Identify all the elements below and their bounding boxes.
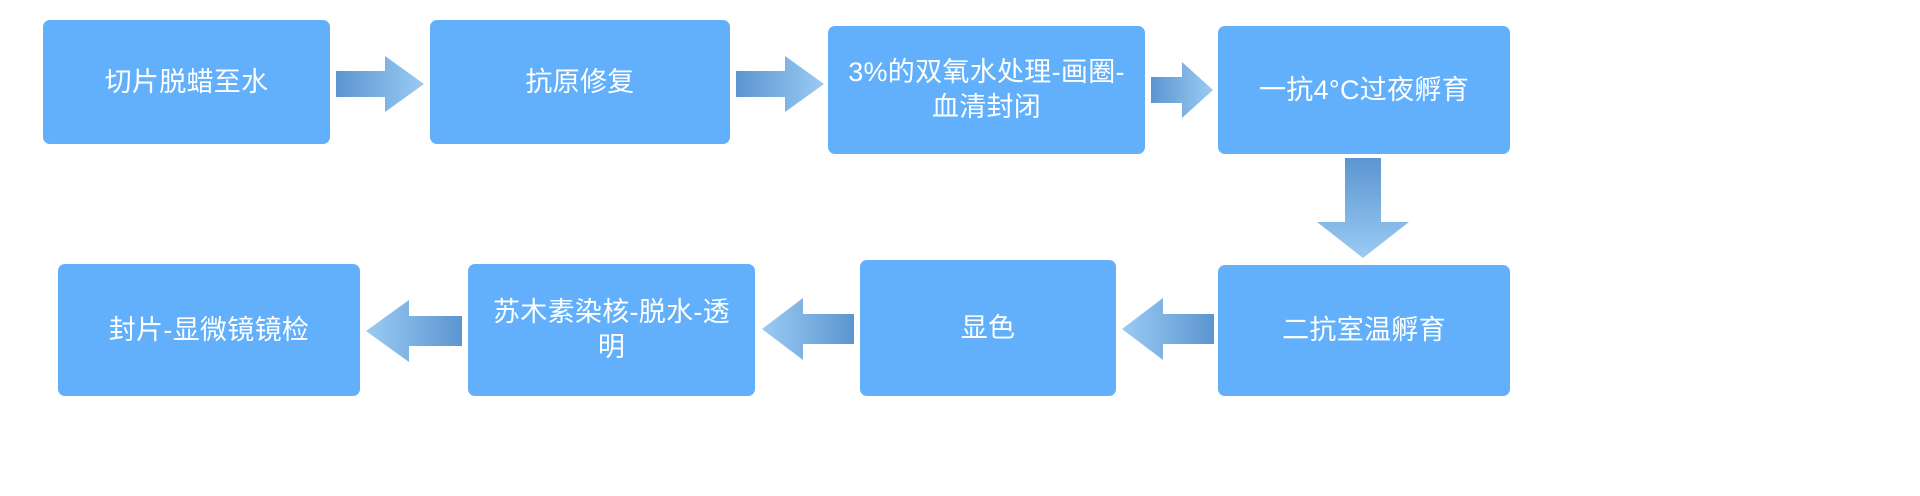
flow-node-1-label: 切片脱蜡至水 [104,66,269,97]
arrow-right-3 [1151,62,1213,118]
flow-node-5-label: 二抗室温孵育 [1282,315,1446,346]
flow-node-2-label: 抗原修复 [525,66,635,97]
flow-node-6[interactable]: 显色 [860,260,1116,396]
flow-node-4[interactable]: 一抗4°C过夜孵育 [1218,26,1510,154]
arrow-left-2 [762,298,854,360]
flow-node-2[interactable]: 抗原修复 [430,20,730,144]
flow-node-8[interactable]: 封片-显微镜镜检 [58,264,360,396]
flow-node-3[interactable]: 3%的双氧水处理-画圈- 血清封闭 [828,26,1145,154]
arrow-right-1 [336,56,424,112]
flow-node-6-label: 显色 [960,312,1016,343]
arrow-down-1 [1317,158,1409,258]
flow-node-7-label: 苏木素染核-脱水-透 明 [493,297,730,362]
flow-node-7[interactable]: 苏木素染核-脱水-透 明 [468,264,755,396]
arrow-right-2 [736,56,824,112]
arrow-left-1 [1122,298,1214,360]
flow-node-4-label: 一抗4°C过夜孵育 [1258,74,1469,105]
arrow-left-3 [366,300,462,362]
flow-node-8-label: 封片-显微镜镜检 [108,314,310,345]
flow-node-3-label: 3%的双氧水处理-画圈- 血清封闭 [848,57,1125,122]
flow-node-1[interactable]: 切片脱蜡至水 [43,20,330,144]
flow-node-5[interactable]: 二抗室温孵育 [1218,265,1510,396]
